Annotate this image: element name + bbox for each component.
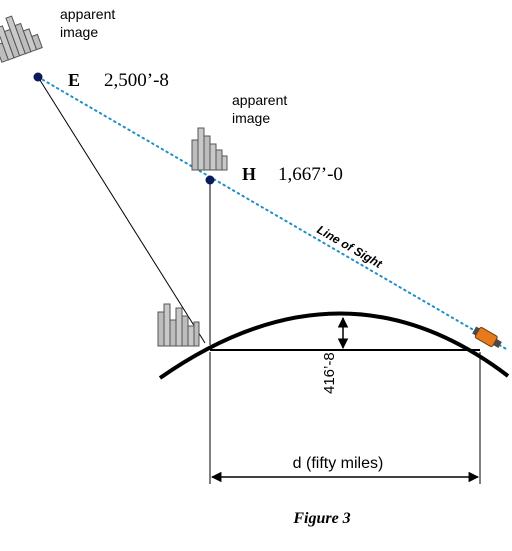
distance-label: d (fifty miles) <box>293 455 384 472</box>
e-projection-line <box>37 76 206 344</box>
bulge-label: 416’-8 <box>321 352 338 394</box>
earth-curvature <box>158 311 510 380</box>
city-skyline-icon <box>191 127 228 171</box>
line-of-sight-label: Line of Sight <box>315 222 386 271</box>
height-h-label: 1,667’-0 <box>278 164 343 185</box>
height-e-label: 2,500’-8 <box>104 70 169 91</box>
apparent-image-mid-label: apparent <box>232 92 287 108</box>
apparent-image-mid-label: image <box>232 110 270 126</box>
telescope-icon <box>472 326 502 349</box>
apparent-image-top-label: image <box>60 24 98 40</box>
apparent-image-top-label: apparent <box>60 6 115 22</box>
point-h-label: H <box>242 164 256 184</box>
point-e-label: E <box>68 70 80 90</box>
figure-caption: Figure 3 <box>292 510 350 527</box>
point-e-marker <box>33 72 43 82</box>
city-skyline-icon <box>157 303 200 347</box>
point-h-marker <box>205 175 215 185</box>
city-skyline-icon <box>0 15 43 63</box>
line-of-sight <box>37 76 509 351</box>
